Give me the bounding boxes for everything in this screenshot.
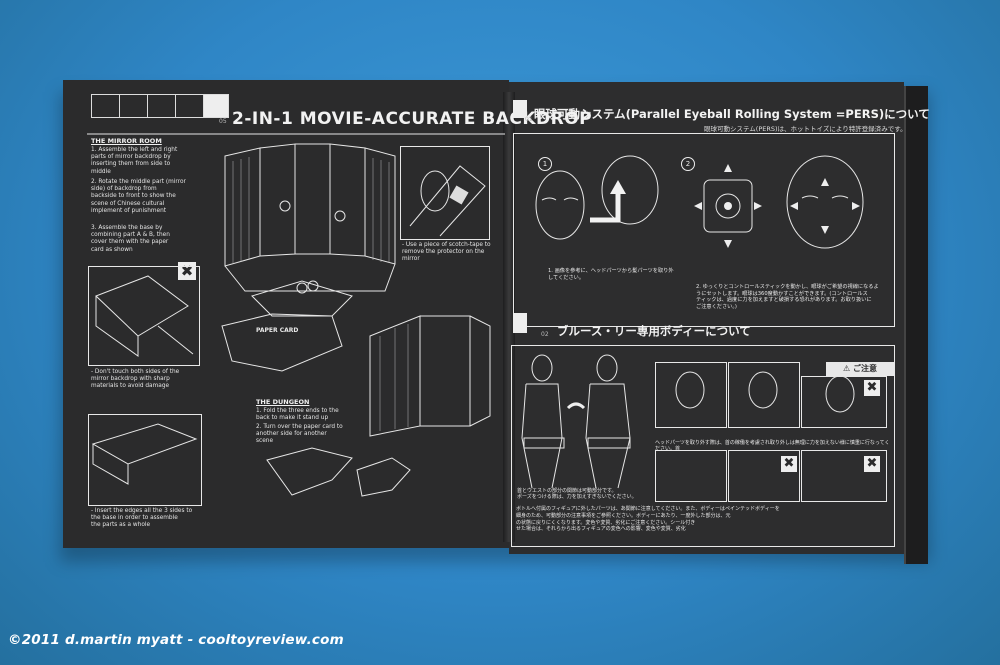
neck-detail-frame-2 xyxy=(728,362,800,428)
touch-warning-frame xyxy=(88,266,200,366)
dungeon-heading: THE DUNGEON xyxy=(256,398,310,406)
paper-card-label: PAPER CARD xyxy=(256,327,299,334)
torso-detail-frame-3 xyxy=(801,450,887,502)
edges-note: - Insert the edges all the 3 sides to th… xyxy=(91,508,193,529)
sharp-tool-illustration xyxy=(95,275,194,357)
mirror-backdrop-illustration xyxy=(224,143,396,292)
base-edges-illustration xyxy=(91,423,198,485)
bruce-lee-body-illustration xyxy=(521,354,631,489)
caution-label: ⚠ ご注意 xyxy=(826,362,894,376)
page-number-right-bottom: 02 xyxy=(541,331,549,338)
wrong-mark-icon-3: ✖ xyxy=(781,456,797,472)
base-paper-card-illustration xyxy=(221,280,353,372)
step-1-number: 1 xyxy=(538,157,552,171)
body-panel xyxy=(511,345,895,547)
tape-illustration-frame xyxy=(400,146,490,240)
wrong-mark-icon-4: ✖ xyxy=(864,456,880,472)
body-section-title: ブルース・リー専用ボディーについて xyxy=(557,324,751,338)
neck-detail-frame-1 xyxy=(655,362,727,428)
page-title-left: 2-IN-1 MOVIE-ACCURATE BACKDROP xyxy=(232,109,593,129)
touch-note: - Don't touch both sides of the mirror b… xyxy=(91,369,180,390)
paper-card-flip-illustration xyxy=(266,447,411,497)
mirror-step-2: 2. Rotate the middle part (mirror side) … xyxy=(91,179,186,214)
booklet-spine xyxy=(503,92,515,542)
body-caution-text-2: 首とウエストの部分の関節は可動部分です。 ポーズをつける際は、力を加えすぎないで… xyxy=(517,488,637,501)
torso-detail-frame-2 xyxy=(728,450,800,502)
scotch-tape-illustration xyxy=(409,165,486,237)
dungeon-illustration xyxy=(369,315,491,437)
pers-step-2-text: 2. ゆっくりとコントロールスティックを動かし、眼球がご希望の視線になるよ うに… xyxy=(696,284,879,310)
mirror-room-heading: THE MIRROR ROOM xyxy=(91,137,162,145)
edges-illustration-frame xyxy=(88,414,202,506)
page-number-left: 05 xyxy=(219,118,227,125)
eyeball-rotation-illustration xyxy=(694,155,864,249)
pers-panel xyxy=(513,133,895,327)
header-box-right-top xyxy=(513,100,527,118)
head-removal-illustration xyxy=(535,155,659,240)
right-page xyxy=(509,82,904,554)
page-number-right-top: 01 xyxy=(525,116,533,123)
booklet-cover-edge xyxy=(904,86,928,564)
pers-step-1-text: 1. 画像を参考に、ヘッドパーツから髪パーツを取り外 してください。 xyxy=(548,268,674,281)
photo-credit: ©2011 d.martin myatt - cooltoyreview.com xyxy=(8,632,344,648)
wrong-mark-icon-2: ✖ xyxy=(864,380,880,396)
pers-subtitle: 眼球可動システム(PERS)は、ホットトイズにより特許登録済みです。 xyxy=(704,125,907,133)
tape-note: - Use a piece of scotch-tape to remove t… xyxy=(402,242,491,263)
step-2-number: 2 xyxy=(681,157,695,171)
title-underline xyxy=(87,133,505,135)
torso-detail-frame-1 xyxy=(655,450,727,502)
body-caution-text-1: ヘッドパーツを取り外す際は、首の稼働を考慮され取り外しは無理に力を加えない様に慎… xyxy=(655,440,890,453)
pers-title: 眼球可動システム(Parallel Eyeball Rolling System… xyxy=(534,107,930,121)
neck-detail-illustrations xyxy=(675,371,855,413)
dungeon-step-1: 1. Fold the three ends to the back to ma… xyxy=(256,408,339,422)
header-boxes xyxy=(91,94,229,118)
body-caution-text-3: ボトルへ付属のフィギュアに外したパーツは、あ関節に注意してください。また、ボディ… xyxy=(516,506,780,533)
mirror-step-3: 3. Assemble the base by combining part A… xyxy=(91,225,170,253)
header-box-right-bottom xyxy=(513,313,527,333)
mirror-step-1: 1. Assemble the left and right parts of … xyxy=(91,147,178,175)
dungeon-step-2: 2. Turn over the paper card to another s… xyxy=(256,424,343,445)
